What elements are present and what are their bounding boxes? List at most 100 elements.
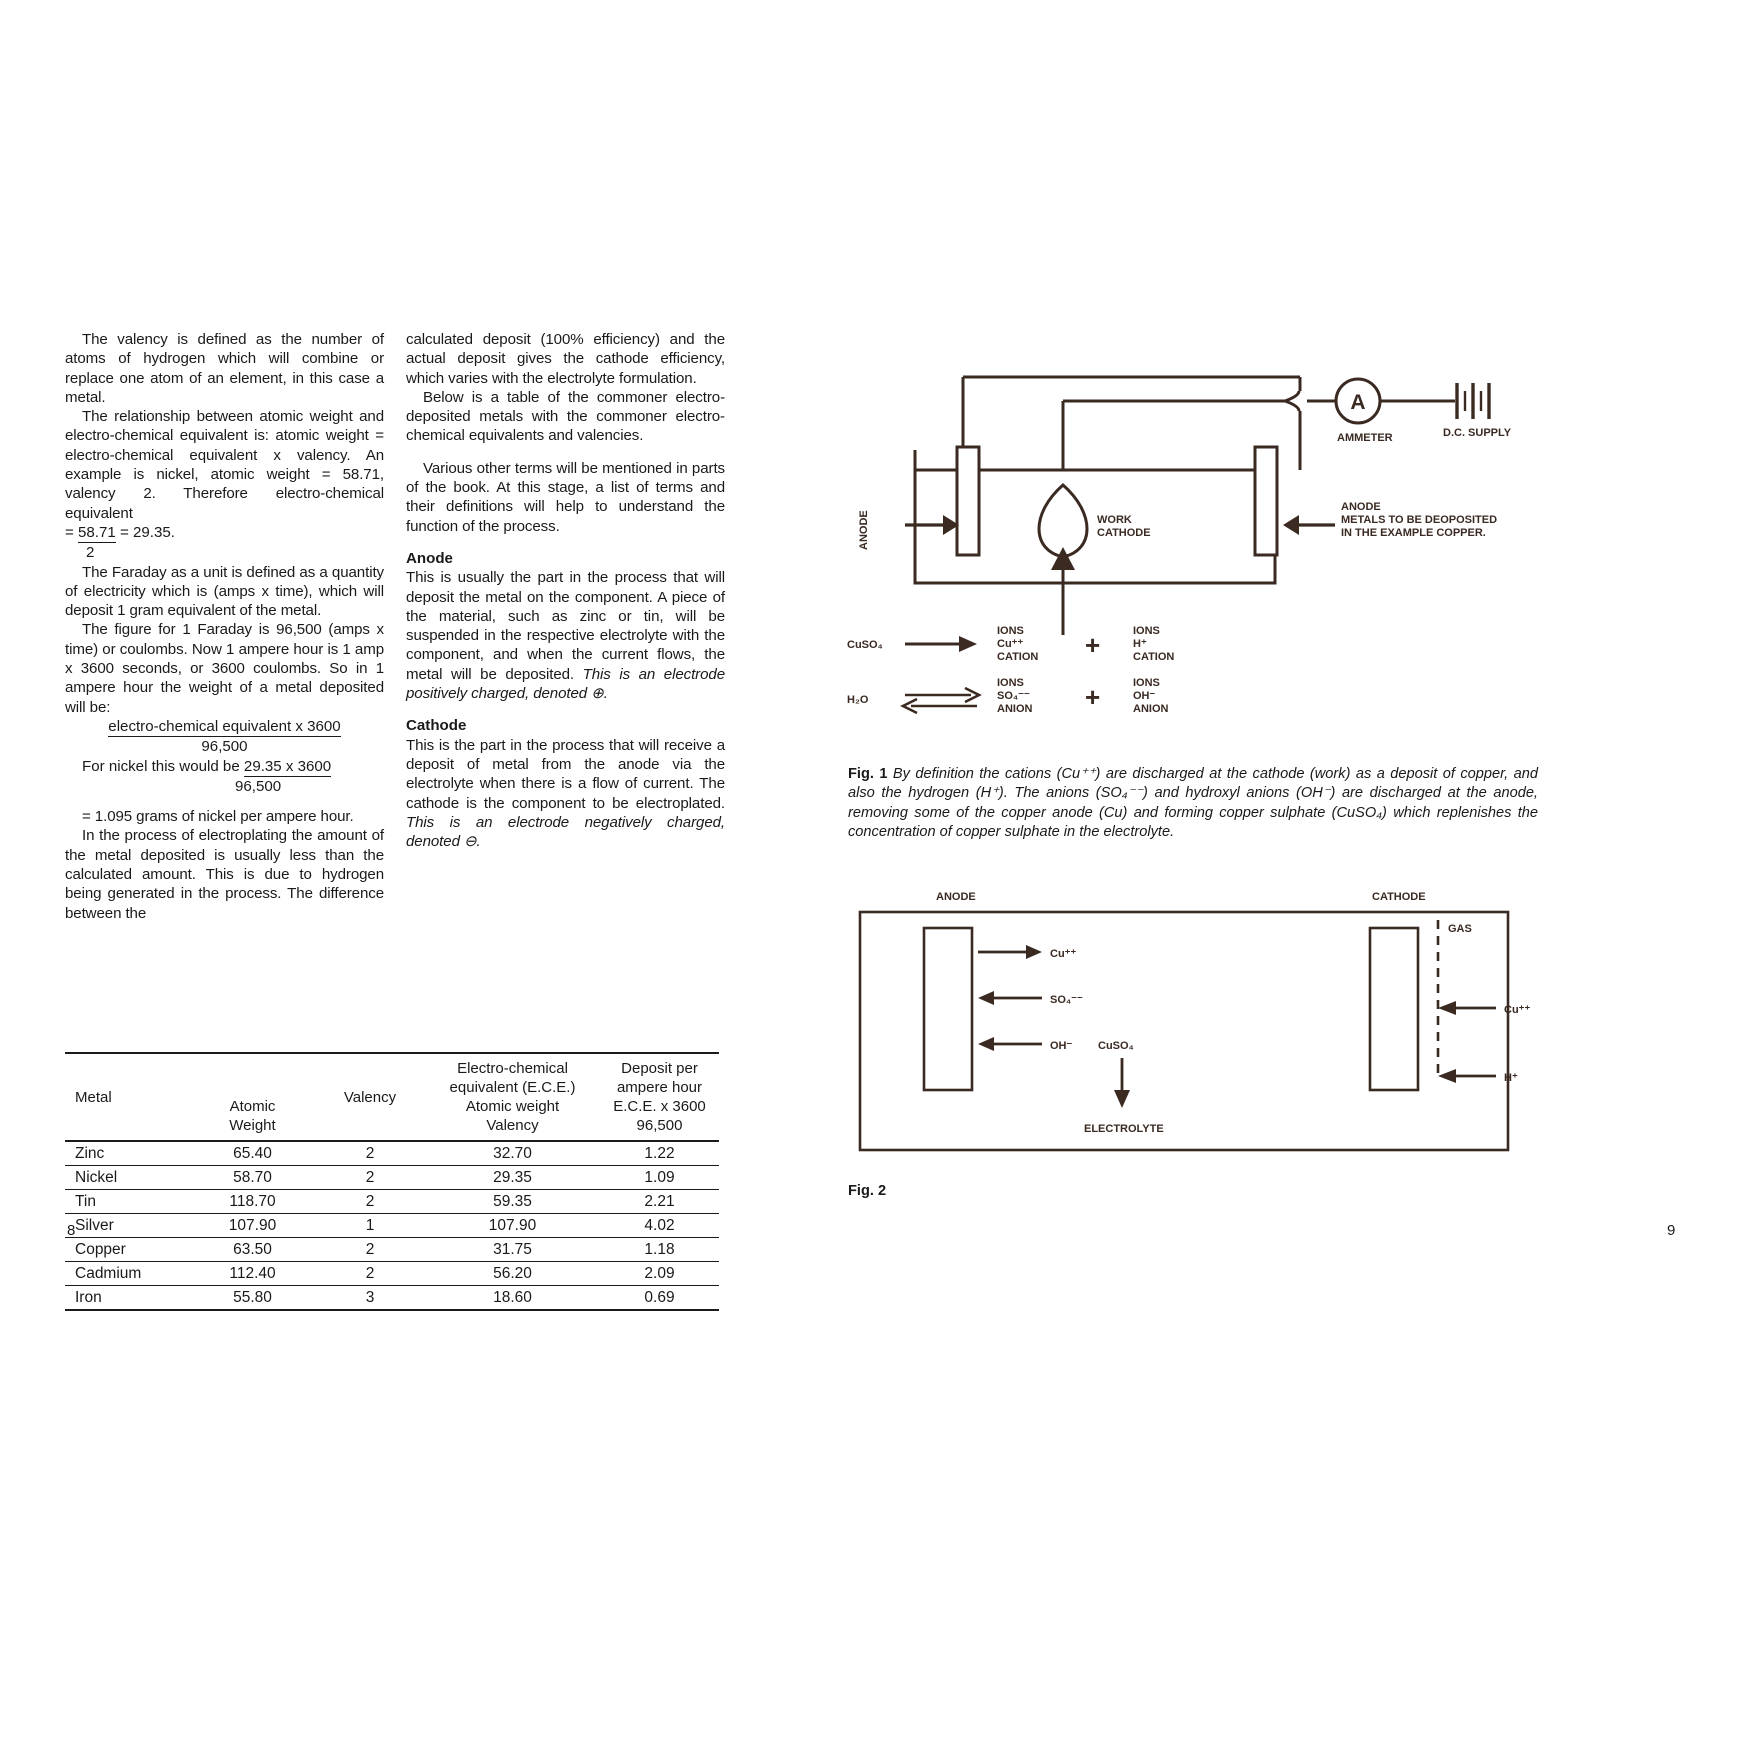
column-two: calculated deposit (100% efficiency) and… xyxy=(406,330,725,923)
cell-atomic-weight: 112.40 xyxy=(190,1261,315,1286)
nickel-numerator: 29.35 x 3600 xyxy=(243,757,332,777)
heading-cathode: Cathode xyxy=(406,717,467,735)
figure-1-caption-text: By definition the cations (Cu⁺⁺) are dis… xyxy=(848,766,1539,841)
cell-valency: 2 xyxy=(315,1261,425,1286)
equation-nickel-ece: = 58.71 = 29.35. xyxy=(65,523,384,544)
header-atomic-weight: Atomic Weight xyxy=(190,1052,315,1142)
equation-denominator: 2 xyxy=(86,544,95,562)
label-anode-left: ANODE xyxy=(858,510,870,550)
cell-metal: Tin xyxy=(65,1189,190,1214)
metals-table-container: Metal Atomic Weight Valency Electro-chem… xyxy=(65,1052,719,1311)
cell-deposit: 4.02 xyxy=(600,1213,719,1238)
cell-metal: Nickel xyxy=(65,1165,190,1190)
cell-atomic-weight: 107.90 xyxy=(190,1213,315,1238)
label-cuso4-fig2: CuSO₄ xyxy=(1098,1040,1134,1052)
figure-2-diagram: ANODE CATHODE GAS Cu⁺⁺ SO₄⁻⁻ OH⁻ CuSO₄ xyxy=(848,880,1538,1180)
label-so4: SO₄⁻⁻ xyxy=(1050,994,1083,1006)
paragraph-anode-description: This is usually the part in the process … xyxy=(406,569,725,703)
anode-plate xyxy=(922,926,974,1092)
ion-group-1-line2: H⁺ xyxy=(1133,638,1147,650)
figure-1-svg: ANODE WORK CATHODE ANODE METALS TO BE DE… xyxy=(858,375,1512,635)
plus-sign-top: + xyxy=(1085,630,1100,660)
arrow-oh-to-anode xyxy=(978,1037,1042,1051)
arrow-down-electrolyte xyxy=(1114,1058,1130,1108)
cell-ece: 18.60 xyxy=(425,1285,600,1311)
cell-ece: 31.75 xyxy=(425,1237,600,1262)
cell-atomic-weight: 58.70 xyxy=(190,1165,315,1190)
cell-deposit: 2.21 xyxy=(600,1189,719,1214)
cell-atomic-weight: 65.40 xyxy=(190,1141,315,1166)
work-piece-oval xyxy=(1037,483,1089,559)
cell-ece: 56.20 xyxy=(425,1261,600,1286)
ammeter-letter: A xyxy=(1350,391,1365,414)
label-anode-right: ANODE xyxy=(1341,501,1381,513)
label-cu-right: Cu⁺⁺ xyxy=(1504,1004,1530,1016)
anode-right-arrow xyxy=(1283,515,1335,535)
cell-valency: 2 xyxy=(315,1141,425,1166)
label-dc-supply: D.C. SUPPLY xyxy=(1443,427,1512,439)
cell-metal: Iron xyxy=(65,1285,190,1311)
ion-group-0-line2: Cu⁺⁺ xyxy=(997,638,1023,650)
metals-table: Metal Atomic Weight Valency Electro-chem… xyxy=(65,1052,719,1311)
paragraph-cathode-description: This is the part in the process that wil… xyxy=(406,736,725,851)
header-metal: Metal xyxy=(65,1052,190,1142)
cell-metal: Cadmium xyxy=(65,1261,190,1286)
paragraph-faraday-figure: The figure for 1 Faraday is 96,500 (amps… xyxy=(65,621,384,716)
cell-deposit: 2.09 xyxy=(600,1261,719,1286)
table-header-row: Metal Atomic Weight Valency Electro-chem… xyxy=(65,1052,719,1142)
paragraph-table-intro: Below is a table of the commoner electro… xyxy=(406,388,725,445)
label-cuso4: CuSO₄ xyxy=(847,639,883,651)
cell-valency: 2 xyxy=(315,1189,425,1214)
anode-plate-right xyxy=(1253,445,1279,557)
label-ammeter: AMMETER xyxy=(1337,432,1393,444)
arrow-so4-to-anode xyxy=(978,991,1042,1005)
label-cu-left: Cu⁺⁺ xyxy=(1050,948,1076,960)
ion-group-0-line1: IONS xyxy=(997,625,1024,637)
paragraph-cathode-efficiency: calculated deposit (100% efficiency) and… xyxy=(406,331,725,387)
ion-group-3-line3: ANION xyxy=(1133,703,1169,715)
arrow-cuso4 xyxy=(905,636,977,652)
cell-valency: 1 xyxy=(315,1213,425,1238)
cell-metal: Copper xyxy=(65,1237,190,1262)
label-h-right: H⁺ xyxy=(1504,1072,1518,1084)
cell-metal: Silver xyxy=(65,1213,190,1238)
column-one: The valency is defined as the number of … xyxy=(65,330,384,923)
page-number-right: 9 xyxy=(1667,1222,1676,1239)
label-fig2-anode: ANODE xyxy=(936,891,976,903)
label-gas: GAS xyxy=(1448,923,1472,935)
heading-anode: Anode xyxy=(406,549,453,567)
cell-deposit: 0.69 xyxy=(600,1285,719,1311)
arrow-equilibrium-h2o xyxy=(900,686,982,715)
figure-1-ion-reactions: CuSO₄ H₂O IONS Cu⁺⁺ CATION + IONS H⁺ CAT… xyxy=(845,620,1245,740)
label-oh: OH⁻ xyxy=(1050,1040,1073,1052)
paragraph-faraday-definition: The Faraday as a unit is defined as a qu… xyxy=(65,563,384,620)
arrow-up-head xyxy=(1051,547,1075,570)
equation-nickel-example: For nickel this would be 29.35 x 3600 xyxy=(65,757,384,777)
ion-group-2-line3: ANION xyxy=(997,703,1033,715)
cathode-italic-note: This is an electrode negatively charged,… xyxy=(406,813,725,851)
label-electrolyte: ELECTROLYTE xyxy=(1084,1123,1164,1135)
header-deposit-per-ampere-hour: Deposit per ampere hour E.C.E. x 3600 96… xyxy=(600,1052,719,1142)
nickel-denominator: 96,500 xyxy=(235,777,282,795)
plus-sign-bottom: + xyxy=(1085,682,1100,712)
paragraph-electroplating-efficiency: In the process of electroplating the amo… xyxy=(65,827,384,922)
anode-plate-left xyxy=(955,445,981,557)
ion-group-2-line1: IONS xyxy=(997,677,1024,689)
anode-italic-note: This is an electrode positively charged,… xyxy=(406,665,725,703)
ion-group-1-line3: CATION xyxy=(1133,651,1174,663)
anode-left-arrow xyxy=(905,515,959,535)
label-cathode: CATHODE xyxy=(1097,527,1151,539)
figure-1-caption-label: Fig. 1 xyxy=(848,766,888,782)
equation-weight-denominator: 96,500 xyxy=(201,738,248,756)
cell-ece: 32.70 xyxy=(425,1141,600,1166)
equation-numerator: 58.71 xyxy=(78,523,116,544)
cell-valency: 2 xyxy=(315,1237,425,1262)
cell-ece: 59.35 xyxy=(425,1189,600,1214)
cell-deposit: 1.09 xyxy=(600,1165,719,1190)
paragraph-nickel-result: = 1.095 grams of nickel per ampere hour. xyxy=(82,808,354,826)
equation-weight-numerator: electro-chemical equivalent x 3600 xyxy=(65,717,384,738)
